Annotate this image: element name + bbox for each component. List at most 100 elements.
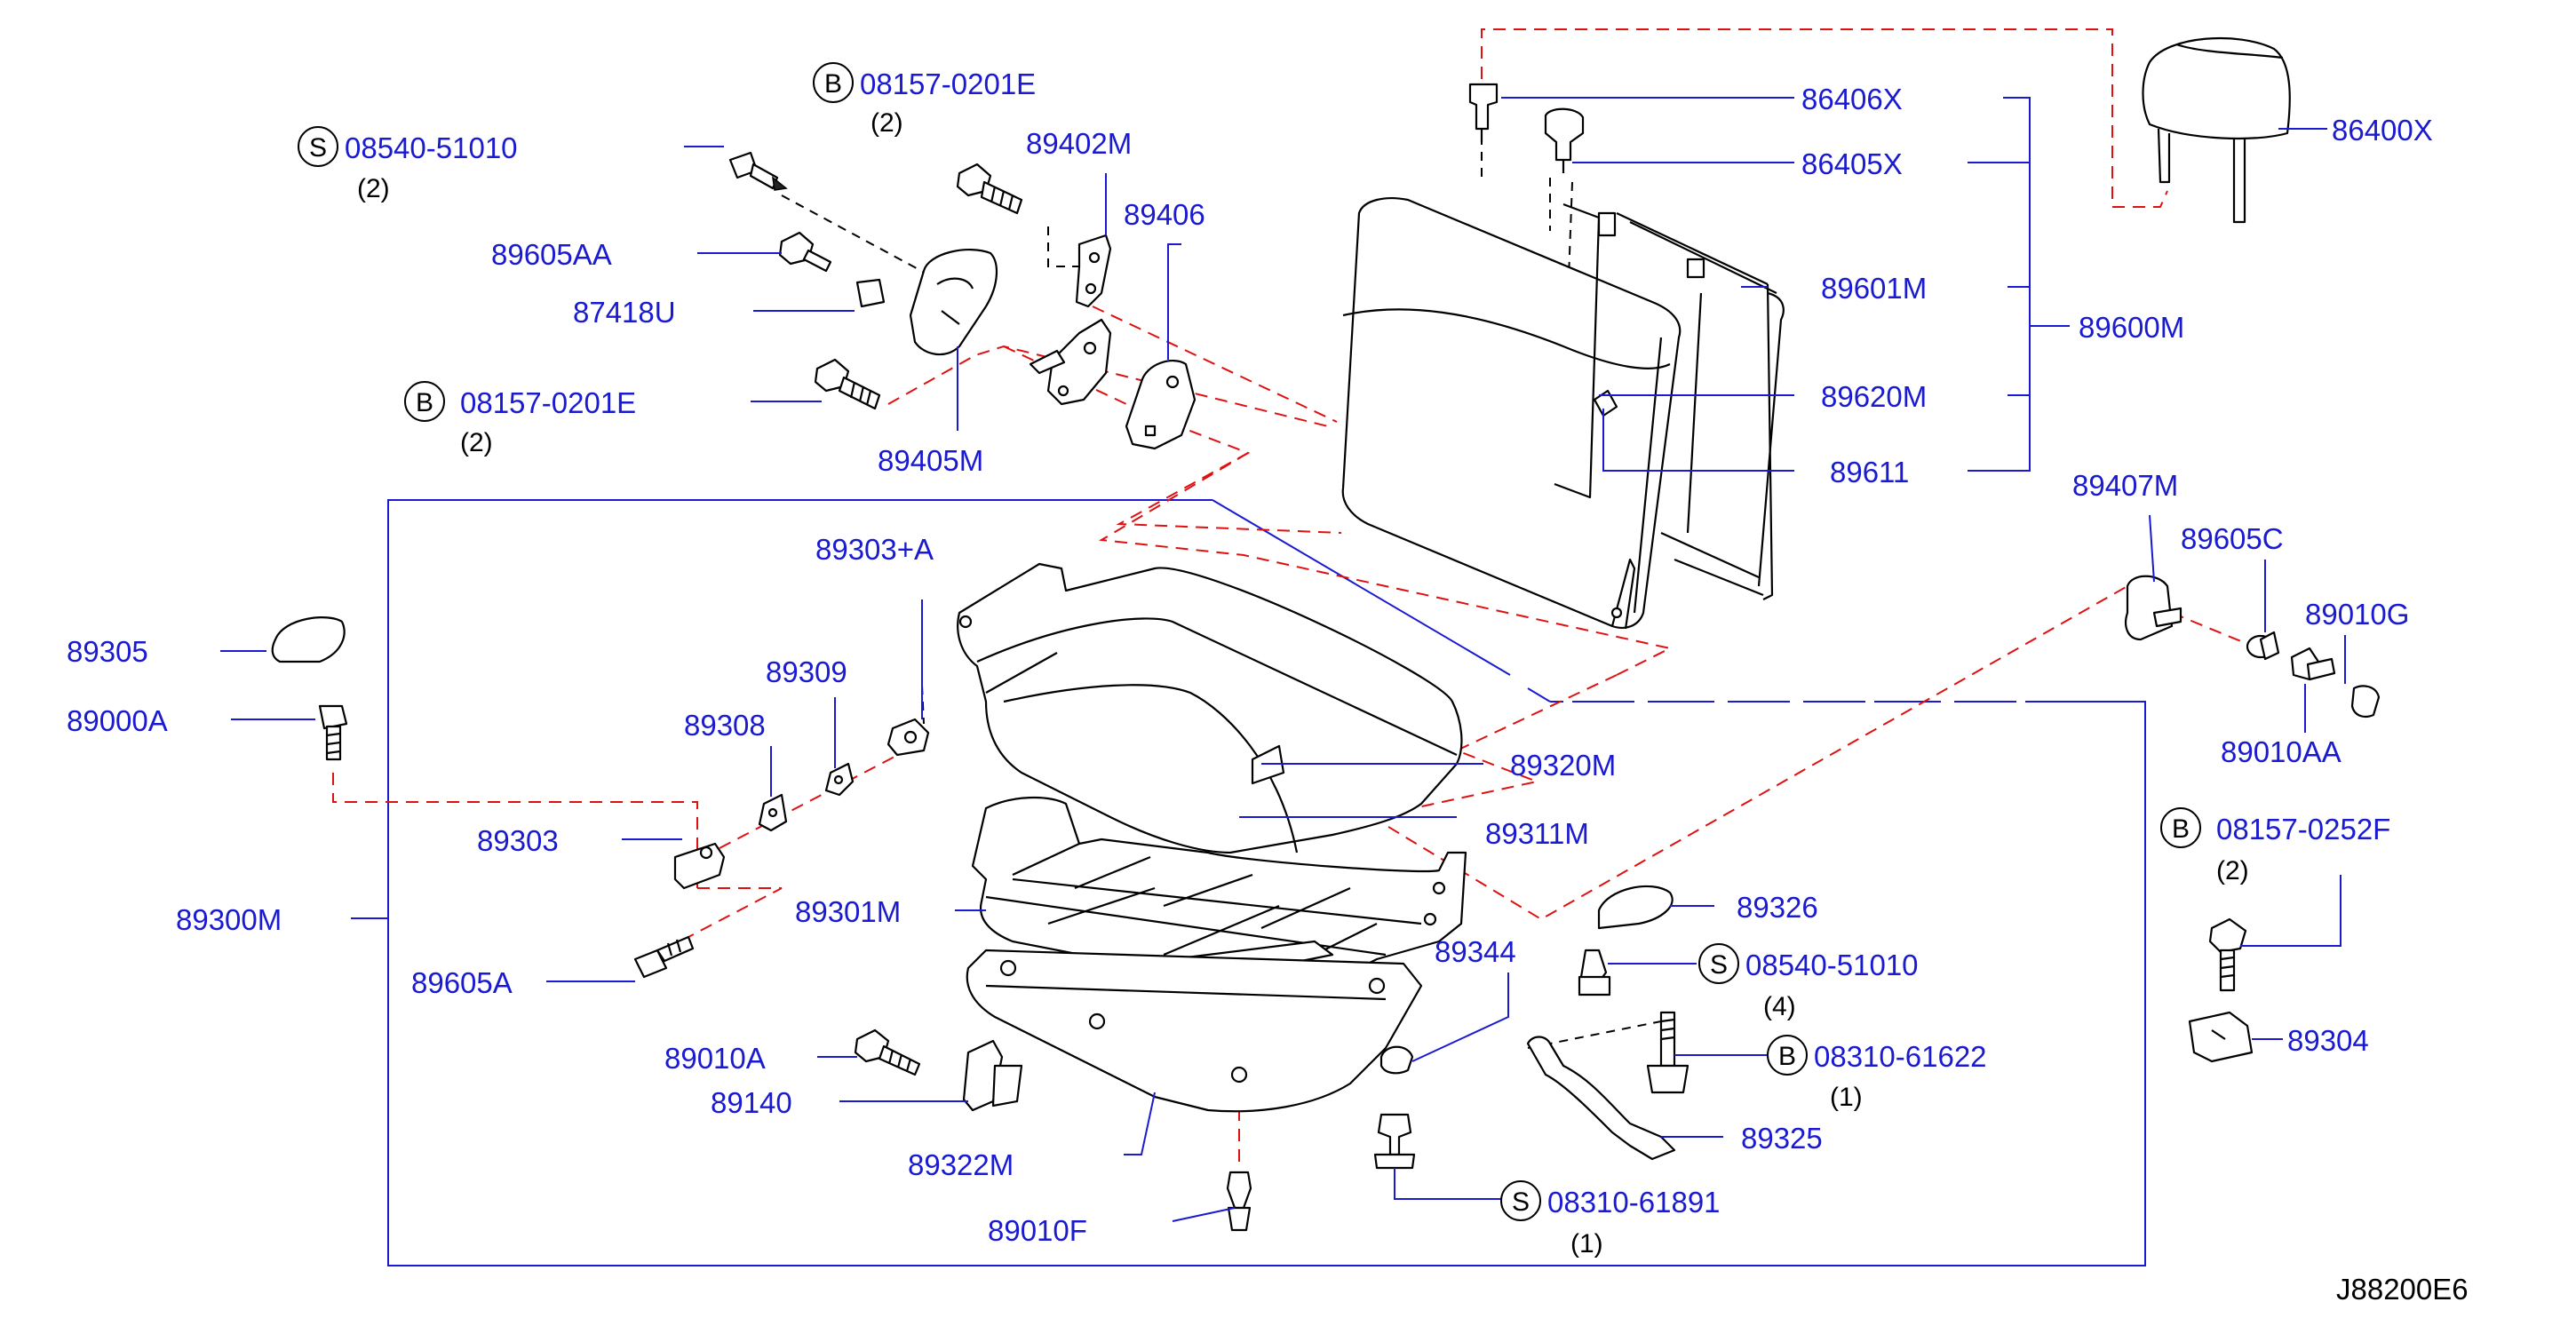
badge-s-08540-51010: S [298,126,338,167]
headrest-86400x[interactable] [2142,36,2291,224]
label-89620m[interactable]: 89620M [1821,380,1927,413]
label-86405x[interactable]: 86405X [1801,147,1903,180]
screw-08540-51010[interactable] [728,151,788,191]
bracket-89308[interactable] [758,793,788,832]
label-89322m[interactable]: 89322M [908,1148,1014,1181]
cover-89326[interactable] [1597,885,1674,930]
label-89010aa[interactable]: 89010AA [2221,735,2341,768]
label-08540-51010-lower[interactable]: 08540-51010 [1745,949,1919,981]
label-89304[interactable]: 89304 [2287,1024,2369,1057]
qty-08540-51010: (2) [357,174,390,203]
latch-89140[interactable] [962,1039,1023,1112]
grommet-89344[interactable] [1379,1045,1414,1075]
badge-b-08157-0201e-top: B [813,62,854,103]
label-87418u[interactable]: 87418U [573,296,676,329]
bracket-89402m[interactable] [1029,234,1112,406]
svg-text:S: S [1512,1187,1530,1217]
svg-text:B: B [824,69,842,99]
clip-89304[interactable] [2188,1011,2254,1063]
clip-87418u[interactable] [855,278,886,308]
bolt-08310-61891[interactable] [1373,1113,1416,1170]
bracket-89407m[interactable] [2125,575,2182,641]
headrest-guide-86405x[interactable] [1544,107,1585,173]
fastener-89010f[interactable] [1226,1171,1252,1232]
label-89405m[interactable]: 89405M [878,444,983,477]
label-08540-51010[interactable]: 08540-51010 [345,131,518,164]
headrest-guide-86406x[interactable] [1468,83,1499,142]
label-89406[interactable]: 89406 [1124,198,1205,231]
qty-08157-0252f: (2) [2216,856,2249,885]
label-89600m[interactable]: 89600M [2079,311,2184,344]
label-89611[interactable]: 89611 [1830,456,1909,488]
badge-s-08540-51010-lower: S [1698,943,1739,984]
label-89325[interactable]: 89325 [1741,1122,1823,1155]
badge-b-08157-0252f: B [2160,807,2201,848]
label-89407m[interactable]: 89407M [2072,469,2178,502]
label-89605c[interactable]: 89605C [2181,522,2284,555]
label-89605a[interactable]: 89605A [411,966,513,999]
bolt-89010aa[interactable] [2290,647,2336,681]
label-89305[interactable]: 89305 [67,635,148,668]
label-89601m[interactable]: 89601M [1821,272,1927,305]
label-89320m[interactable]: 89320M [1510,749,1616,782]
label-08310-61891[interactable]: 08310-61891 [1547,1186,1721,1219]
svg-text:S: S [309,133,327,163]
bolt-89010a[interactable] [854,1028,921,1076]
hook-89303[interactable] [673,842,726,890]
label-89303a[interactable]: 89303+A [815,533,934,566]
qty-08157-0201e-top: (2) [871,108,903,138]
label-89000a[interactable]: 89000A [67,704,168,737]
label-08157-0201e-top[interactable]: 08157-0201E [860,67,1036,100]
assembly-frame [351,97,2146,1266]
label-89301m[interactable]: 89301M [795,895,901,928]
hinge-cover-89405m[interactable] [909,249,998,356]
bolt-89605aa[interactable] [778,231,832,273]
qty-08157-0201e-mid: (2) [460,428,493,457]
bracket-89309[interactable] [824,762,855,797]
label-89010a[interactable]: 89010A [664,1042,766,1075]
label-89309[interactable]: 89309 [766,655,847,688]
svg-text:B: B [1778,1042,1796,1071]
label-89311m[interactable]: 89311M [1485,817,1589,850]
label-08310-61622[interactable]: 08310-61622 [1814,1040,1987,1073]
qty-08310-61891: (1) [1570,1229,1603,1258]
bolt-89605a[interactable] [633,935,695,979]
label-86400x[interactable]: 86400X [2332,114,2433,147]
label-86406x[interactable]: 86406X [1801,83,1903,115]
qty-08310-61622: (1) [1830,1083,1863,1112]
bolt-08310-61622[interactable] [1646,1011,1690,1094]
badge-s-08310-61891: S [1500,1180,1541,1221]
diagram-code: J88200E6 [2336,1273,2469,1306]
washer-89605c[interactable] [2246,631,2280,661]
label-89303[interactable]: 89303 [477,824,559,857]
label-89308[interactable]: 89308 [684,709,766,742]
label-08157-0252f[interactable]: 08157-0252F [2216,813,2390,846]
strap-89325[interactable] [1526,1036,1676,1161]
label-89140[interactable]: 89140 [711,1086,792,1119]
label-89010g[interactable]: 89010G [2305,598,2409,631]
bolt-08157-0201e-top[interactable] [956,163,1023,215]
label-89344[interactable]: 89344 [1435,935,1516,968]
qty-08540-51010-lower: (4) [1763,992,1796,1021]
label-89300m[interactable]: 89300M [176,903,282,936]
badge-b-08157-0201e-mid: B [404,381,445,422]
bolt-89000a[interactable] [318,704,348,761]
label-89605aa[interactable]: 89605AA [491,238,612,271]
bolt-08157-0252f[interactable] [2208,917,2247,992]
cap-89305[interactable] [271,616,346,663]
hook-89303-a[interactable] [886,718,930,757]
svg-text:B: B [416,388,433,417]
seat-backrest[interactable] [1341,197,1785,630]
cap-89010g[interactable] [2350,685,2381,719]
label-89402m[interactable]: 89402M [1026,127,1132,160]
svg-text:B: B [2172,814,2190,844]
screw-08540-51010-lower[interactable] [1578,949,1611,996]
bolt-08157-0201e-mid[interactable] [814,358,881,410]
label-89010f[interactable]: 89010F [988,1214,1087,1247]
seat-pan-89322m[interactable] [966,949,1423,1113]
label-08157-0201e-mid[interactable]: 08157-0201E [460,386,636,419]
label-89326[interactable]: 89326 [1737,891,1818,924]
bracket-89406[interactable] [1125,360,1197,450]
